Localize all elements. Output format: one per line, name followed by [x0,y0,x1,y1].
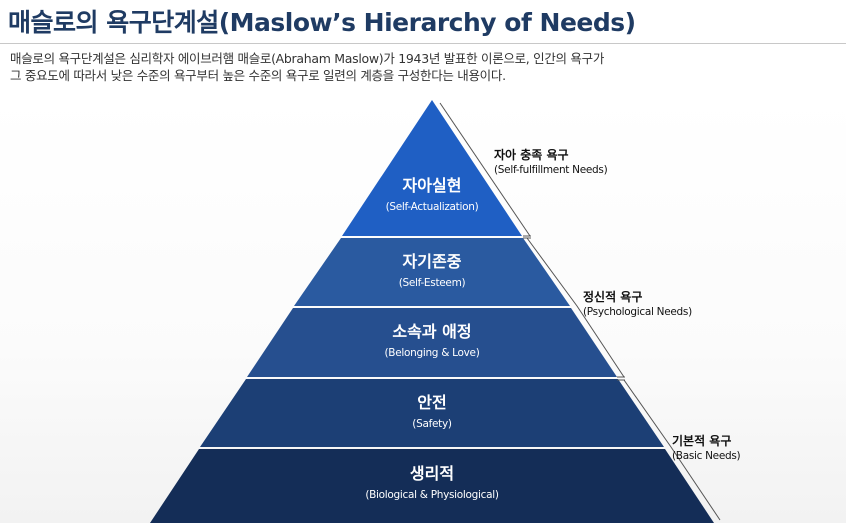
level-title: 자아실현 [402,176,462,195]
level-subtitle: (Biological & Physiological) [365,489,499,501]
level-label-belonging-love: 소속과 애정 (Belonging & Love) [385,322,480,361]
level-label-self-esteem: 자기존중 (Self-Esteem) [399,252,466,291]
page-title: 매슬로의 욕구단계설(Maslow’s Hierarchy of Needs) [8,8,636,37]
group-title: 자아 충족 욕구 [494,148,569,162]
bracket-basic [623,379,721,521]
description-line-2: 그 중요도에 따라서 낮은 수준의 욕구부터 높은 수준의 욕구로 일련의 계층… [10,68,506,83]
level-subtitle: (Self-Esteem) [398,277,466,289]
level-label-self-actualization: 자아실현 (Self-Actualization) [386,176,479,215]
title-divider [0,43,846,44]
level-label-physiological: 생리적 (Biological & Physiological) [365,464,499,503]
group-title: 정신적 욕구 [583,290,643,304]
group-title: 기본적 욕구 [672,434,732,448]
level-label-safety: 안전 (Safety) [412,393,452,432]
bracket-self-fulfillment [439,102,531,237]
level-subtitle: (Self-Actualization) [385,201,479,213]
level-self-actualization [342,100,522,236]
description: 매슬로의 욕구단계설은 심리학자 에이브러햄 매슬로(Abraham Maslo… [10,50,840,84]
bracket-psychological [526,237,625,378]
group-subtitle: (Psychological Needs) [583,306,692,318]
group-label-psychological: 정신적 욕구 (Psychological Needs) [583,290,692,319]
group-label-self-fulfillment: 자아 충족 욕구 (Self-fulfillment Needs) [494,148,608,177]
level-safety [200,379,664,447]
level-title: 자기존중 [402,252,462,271]
group-label-basic: 기본적 욕구 (Basic Needs) [672,434,741,463]
level-belonging-love [247,308,617,377]
level-title: 소속과 애정 [392,322,472,341]
level-title: 생리적 [409,464,455,483]
level-self-esteem [294,238,570,306]
group-subtitle: (Basic Needs) [672,450,741,462]
level-physiological [150,449,714,523]
level-subtitle: (Safety) [412,418,452,430]
description-line-1: 매슬로의 욕구단계설은 심리학자 에이브러햄 매슬로(Abraham Maslo… [10,51,605,66]
level-title: 안전 [417,393,447,412]
level-subtitle: (Belonging & Love) [384,347,480,359]
group-subtitle: (Self-fulfillment Needs) [494,164,608,176]
